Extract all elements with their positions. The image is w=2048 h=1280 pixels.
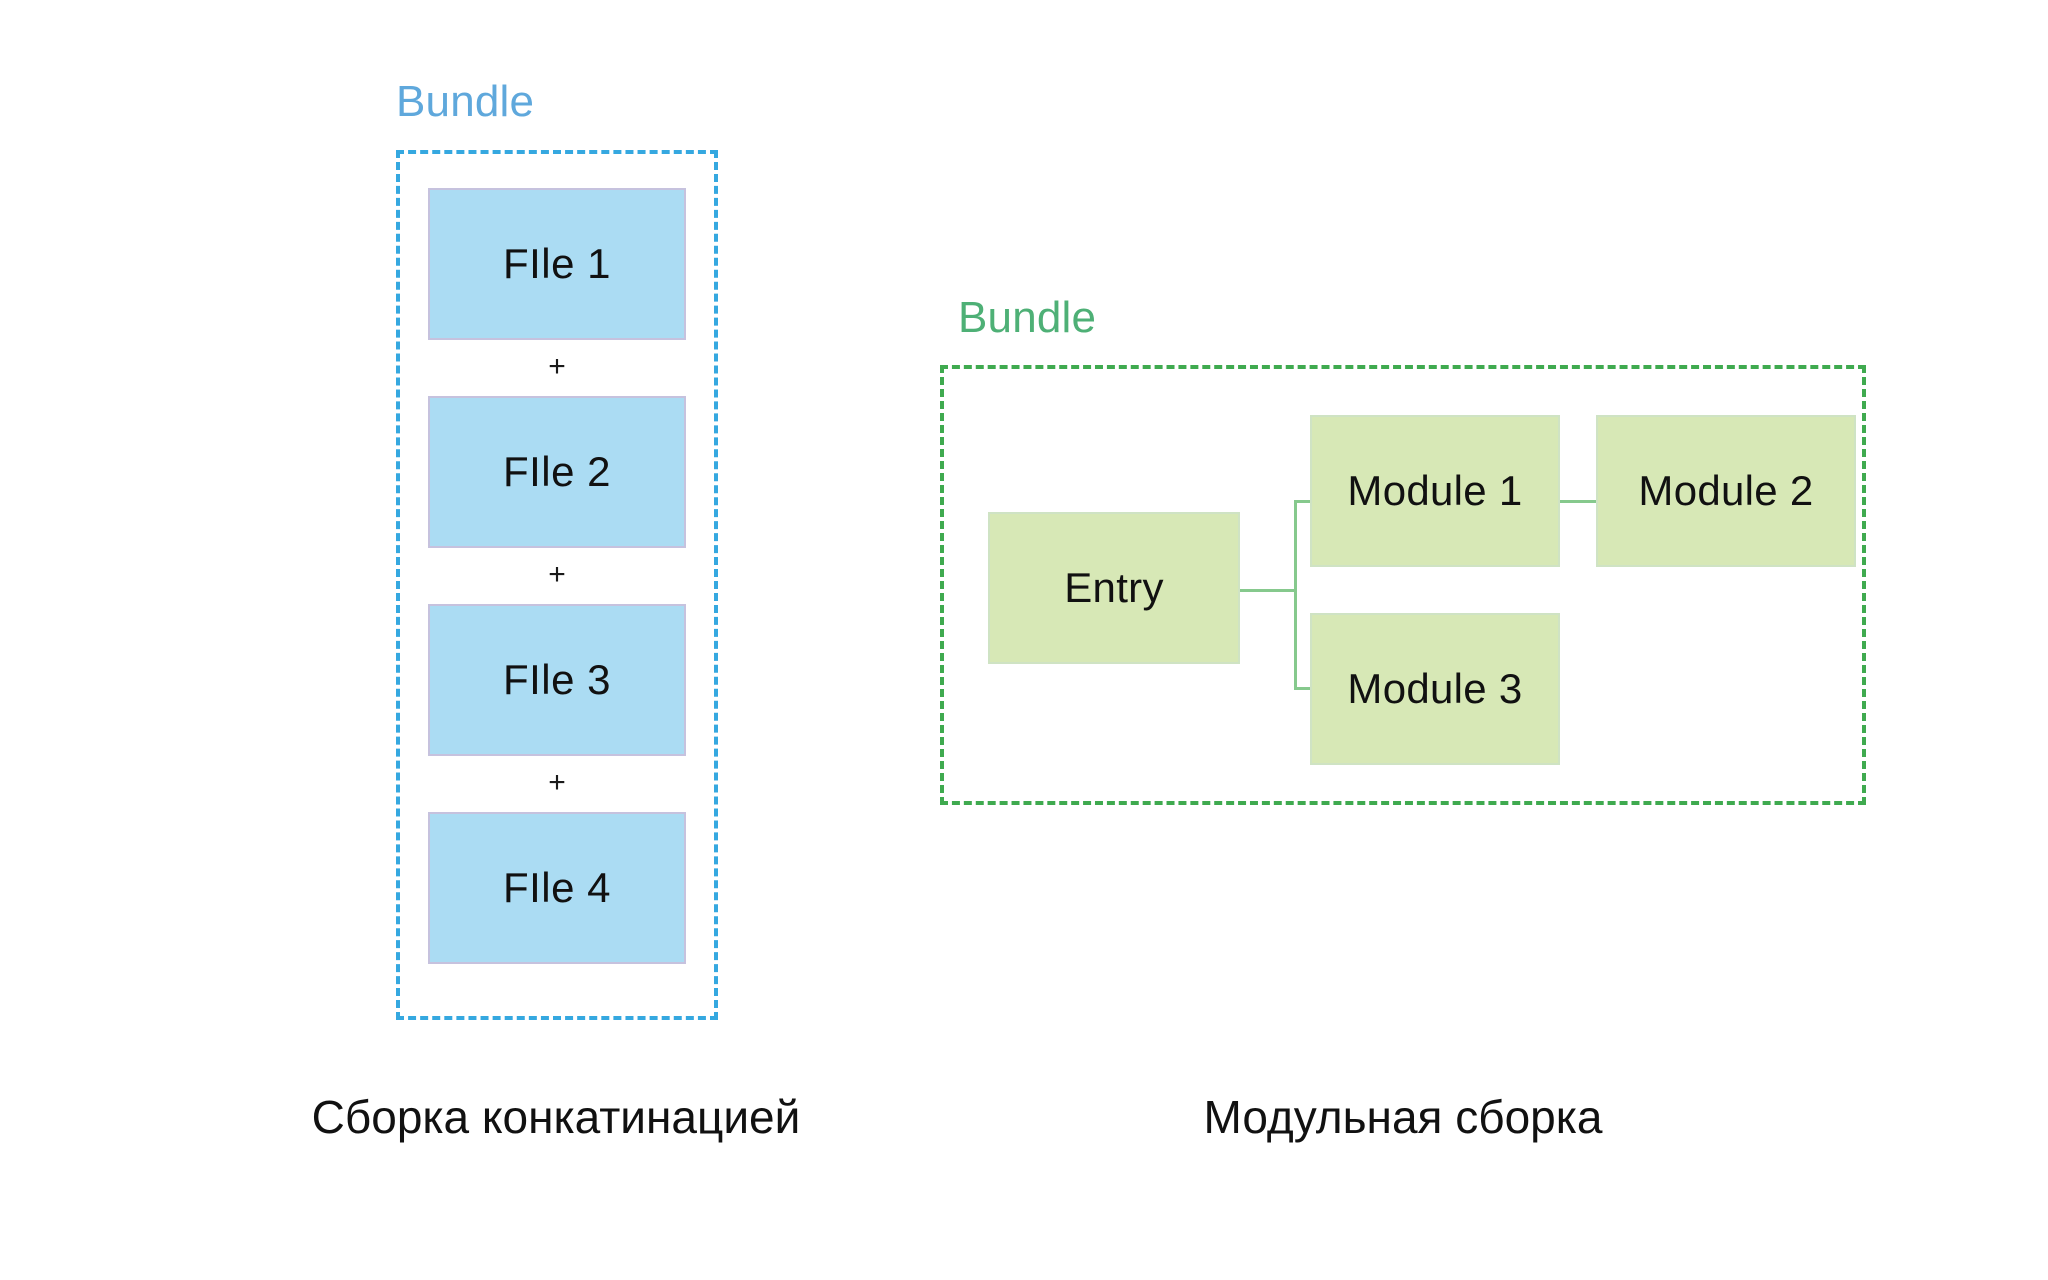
right-bundle-label: Bundle [958,293,1097,342]
file-box-4-label: FIle 4 [502,864,612,911]
node-module-1-label: Module 1 [1347,467,1523,514]
connector-module1-to-module2 [1560,500,1596,503]
connector-entry-stub [1238,589,1296,592]
left-bundle-label: Bundle [396,77,535,126]
file-box-2[interactable]: FIle 2 [428,396,686,548]
node-module-1[interactable]: Module 1 [1310,415,1560,567]
plus-separator-2: + [548,558,566,591]
file-box-4[interactable]: FIle 4 [428,812,686,964]
node-module-2[interactable]: Module 2 [1596,415,1856,567]
right-caption: Модульная сборка [1203,1091,1603,1143]
plus-separator-3: + [548,766,566,799]
node-module-3-label: Module 3 [1347,665,1523,712]
file-box-3-label: FIle 3 [502,656,612,703]
file-box-3[interactable]: FIle 3 [428,604,686,756]
plus-separator-1: + [548,350,566,383]
right-bundle-frame [940,365,1866,805]
node-entry[interactable]: Entry [988,512,1240,664]
file-box-1-label: FIle 1 [502,240,612,287]
node-module-2-label: Module 2 [1638,467,1814,514]
file-box-2-label: FIle 2 [502,448,612,495]
file-box-1[interactable]: FIle 1 [428,188,686,340]
left-caption: Сборка конкатинацией [311,1091,801,1143]
left-bundle-frame [396,150,718,1020]
node-entry-label: Entry [1064,564,1164,611]
connector-vertical-bus [1294,500,1297,690]
node-module-3[interactable]: Module 3 [1310,613,1560,765]
